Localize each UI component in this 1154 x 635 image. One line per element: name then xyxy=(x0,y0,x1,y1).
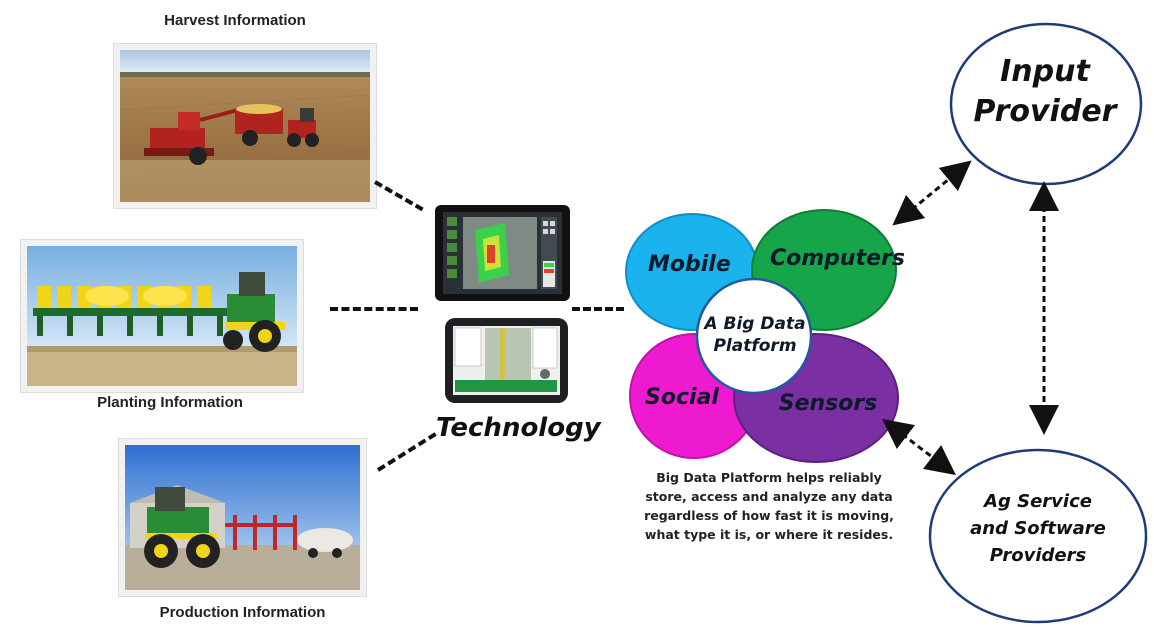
connector-harvest xyxy=(374,180,424,212)
harvest-photo xyxy=(119,50,371,202)
production-photo xyxy=(125,445,360,590)
input-provider-label: Input Provider xyxy=(960,52,1130,132)
ag-service-line-2: and Software xyxy=(970,518,1106,539)
ag-service-line-1: Ag Service xyxy=(984,491,1092,512)
platform-center-line-2: Platform xyxy=(713,336,797,356)
description-line-3: regardless of how fast it is moving, xyxy=(644,508,894,523)
harvest-caption: Harvest Information xyxy=(164,12,306,29)
planting-photo xyxy=(27,246,297,386)
ag-service-line-3: Providers xyxy=(989,545,1087,566)
input-provider-line-2: Provider xyxy=(973,94,1117,129)
providers-graphic xyxy=(882,22,1148,624)
description-line-2: store, access and analyze any data xyxy=(645,489,893,504)
sensors-label: Sensors xyxy=(778,391,878,416)
tablet-device xyxy=(435,205,570,301)
connector-production xyxy=(376,432,437,472)
computers-label: Computers xyxy=(770,246,905,271)
technology-label: Technology xyxy=(436,413,601,443)
ag-service-label: Ag Service and Software Providers xyxy=(948,488,1128,569)
social-label: Social xyxy=(645,385,719,410)
description-line-4: what type it is, or where it resides. xyxy=(644,527,894,542)
platform-center-circle xyxy=(695,277,813,395)
production-caption: Production Information xyxy=(159,604,326,621)
incab-display-device xyxy=(445,318,568,403)
big-data-platform xyxy=(625,209,899,463)
connector-planting xyxy=(330,307,418,311)
arrow-platform-input xyxy=(892,160,972,226)
ag-service-oval xyxy=(928,448,1148,624)
arrow-platform-ag xyxy=(882,418,956,476)
description-line-1: Big Data Platform helps reliably xyxy=(656,470,882,485)
platform-center-label: A Big Data Platform xyxy=(700,313,810,357)
platform-description: Big Data Platform helps reliably store, … xyxy=(634,468,904,544)
connector-technology-platform xyxy=(572,307,624,311)
platform-center-line-1: A Big Data xyxy=(704,314,806,334)
mobile-label: Mobile xyxy=(648,252,731,277)
input-provider-line-1: Input xyxy=(1000,54,1090,89)
planting-caption: Planting Information xyxy=(97,394,243,411)
